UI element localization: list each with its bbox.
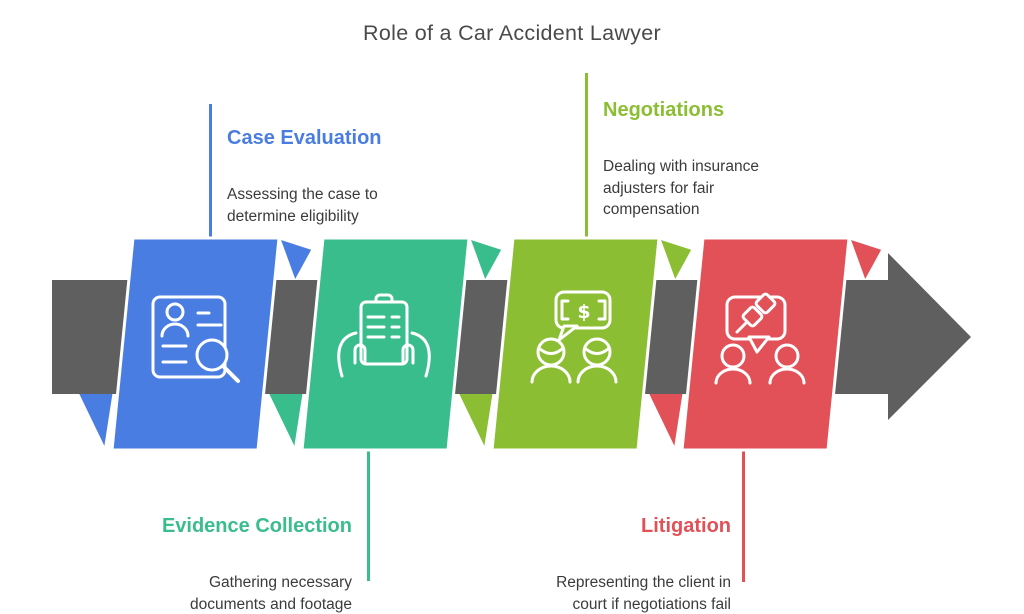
- clipboard-board: [359, 300, 409, 366]
- speech-bubble-tail: [747, 335, 771, 354]
- fold-bottom-case-evaluation: [75, 390, 116, 452]
- step-title: Evidence Collection: [161, 515, 352, 537]
- step-title: Litigation: [641, 515, 731, 537]
- step-shape-litigation: [680, 236, 851, 452]
- step-label-evidence-collection: Evidence Collection Gathering necessary …: [162, 496, 352, 614]
- gavel-handle: [735, 321, 748, 334]
- left-thumb: [353, 343, 367, 365]
- page-title: Role of a Car Accident Lawyer: [363, 21, 661, 45]
- step-description: Representing the client in court if nego…: [556, 574, 731, 613]
- gavel-chat-icon: [714, 292, 806, 385]
- step-shape-case-evaluation: [110, 236, 281, 452]
- document-search-icon: [151, 295, 240, 383]
- person-shoulders-left: [530, 364, 572, 384]
- magnifier-lens: [195, 338, 229, 372]
- connector-line-litigation: [742, 448, 745, 582]
- step-shape-negotiations: [490, 236, 661, 452]
- fold-bottom-litigation: [645, 390, 686, 452]
- dollar-sign-glyph: $: [577, 301, 590, 323]
- person-shoulders-right: [576, 364, 618, 384]
- step-label-case-evaluation: Case Evaluation Assessing the case to de…: [227, 108, 382, 245]
- left-hand: [337, 331, 358, 378]
- step-description: Assessing the case to determine eligibil…: [227, 186, 378, 225]
- connector-line-negotiations: [585, 73, 588, 240]
- connector-line-evidence-collection: [367, 448, 370, 581]
- magnifier-handle: [221, 364, 240, 383]
- fold-top-evidence-collection: [467, 236, 505, 284]
- gavel-head-top: [754, 292, 777, 315]
- fold-top-negotiations: [657, 236, 695, 284]
- speech-bubble-tail: [557, 324, 579, 342]
- fold-bottom-evidence-collection: [265, 390, 306, 452]
- right-hand: [410, 331, 431, 378]
- dollar-chat-icon: $: [530, 290, 618, 384]
- fold-top-litigation: [847, 236, 885, 284]
- person-shoulders-left: [714, 367, 752, 385]
- person-head-right: [774, 343, 800, 369]
- fold-bottom-negotiations: [455, 390, 496, 452]
- step-description: Gathering necessary documents and footag…: [189, 574, 352, 613]
- step-title: Case Evaluation: [227, 127, 382, 149]
- fold-top-case-evaluation: [277, 236, 315, 284]
- speech-bubble: [554, 290, 612, 330]
- right-thumb: [401, 343, 415, 365]
- connector-line-case-evaluation: [209, 104, 212, 240]
- step-title: Negotiations: [603, 99, 725, 121]
- hands-clipboard-icon: [337, 293, 431, 378]
- step-label-negotiations: Negotiations Dealing with insurance adju…: [603, 80, 759, 239]
- step-label-litigation: Litigation Representing the client in co…: [556, 496, 731, 614]
- person-head-left: [720, 343, 746, 369]
- step-description: Dealing with insurance adjusters for fai…: [603, 158, 759, 218]
- gavel-head-bottom: [741, 305, 764, 328]
- person-shoulders-right: [768, 367, 806, 385]
